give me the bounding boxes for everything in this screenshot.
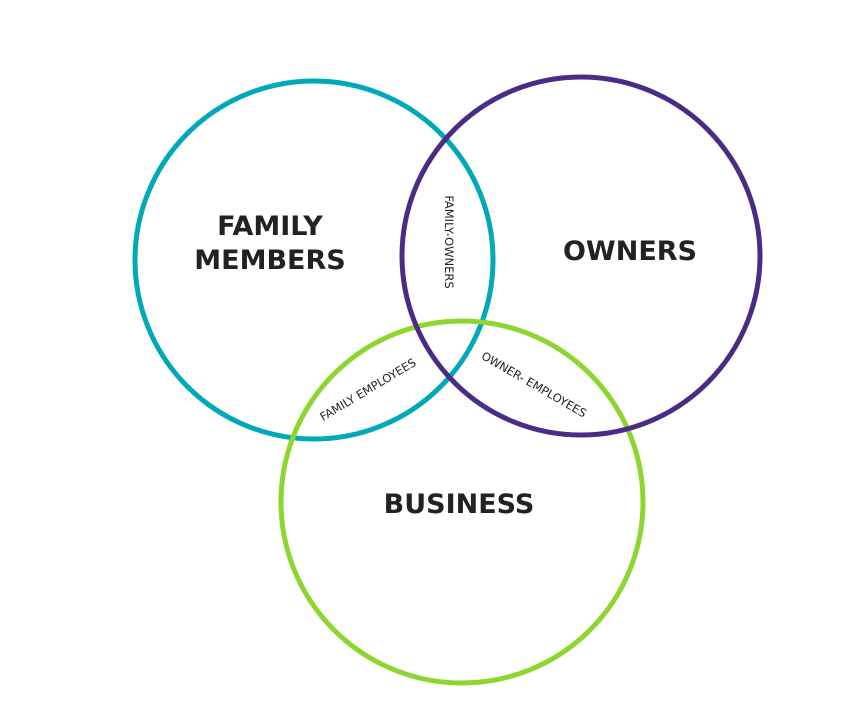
- owners-label: OWNERS: [563, 236, 697, 267]
- family-owners-label: FAMILY-OWNERS: [442, 195, 456, 288]
- family-circle: [132, 78, 496, 442]
- owners-circle: [399, 74, 763, 438]
- family-members-label-line1: FAMILY: [217, 211, 323, 242]
- business-label: BUSINESS: [384, 489, 535, 520]
- business-circle: [278, 318, 646, 686]
- family-members-label-line2: MEMBERS: [194, 245, 345, 276]
